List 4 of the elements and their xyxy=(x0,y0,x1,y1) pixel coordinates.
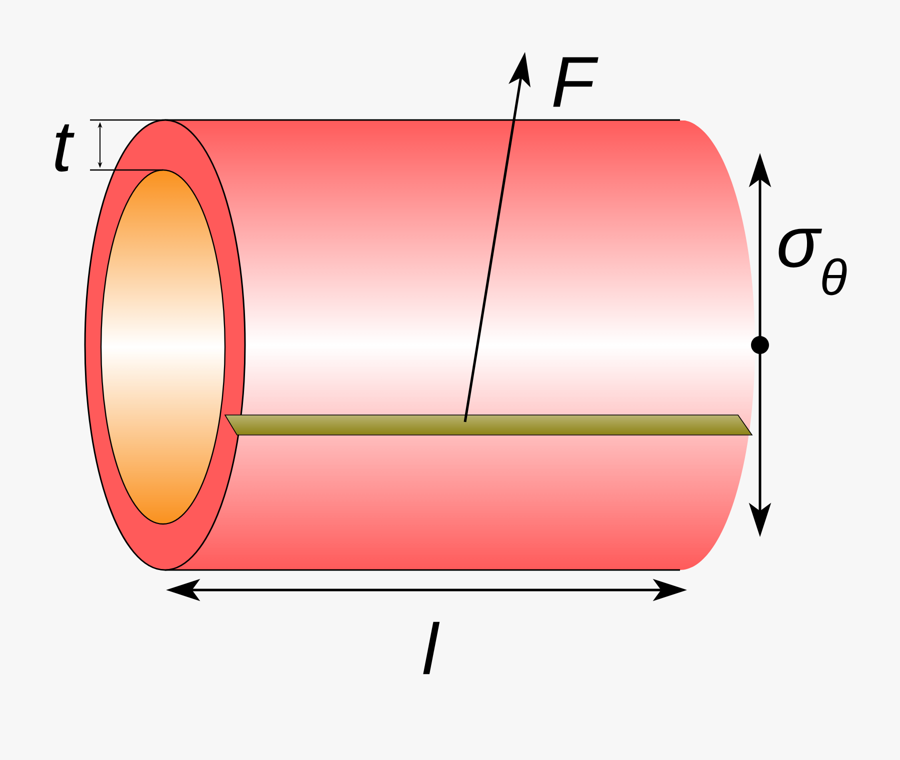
symbol-label: σ$_{θ}$ xyxy=(778,228,847,296)
symbol-label: t xyxy=(55,124,74,172)
symbol-label: l xyxy=(423,622,440,674)
symbol-label: F xyxy=(553,57,598,107)
